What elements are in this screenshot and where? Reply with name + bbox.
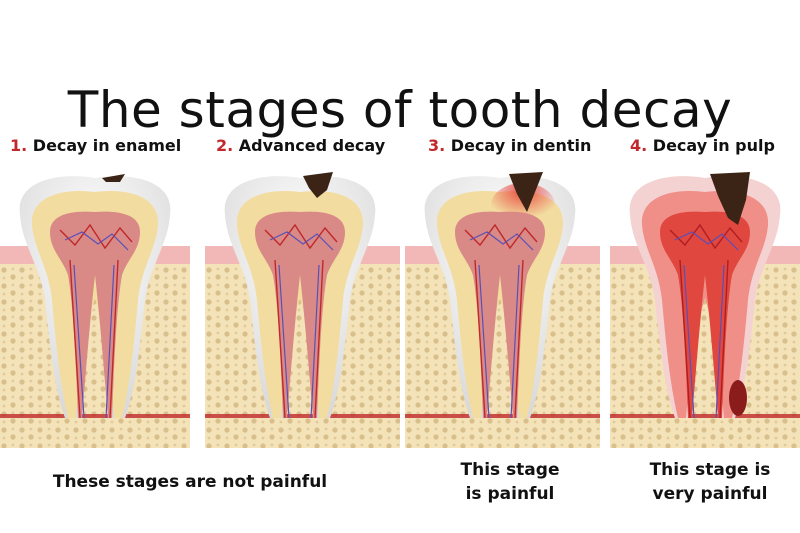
stage-1-illustration [0, 174, 190, 448]
stage-4-number: 4. [630, 136, 648, 155]
tooth [224, 176, 376, 419]
stage-3-text: Decay in dentin [450, 136, 592, 155]
stage-2-illustration [205, 172, 400, 448]
decay-cavity [303, 172, 333, 198]
page-title: The stages of tooth decay [67, 80, 733, 139]
stage-4-illustration [610, 172, 800, 448]
caption-very-painful-line2: very painful [652, 484, 768, 504]
tooth [629, 176, 781, 419]
decay-cavity [710, 172, 750, 225]
stage-2-label: 2. Advanced decay [216, 136, 385, 156]
nerve-line [0, 414, 190, 418]
caption-not-painful: These stages are not painful [52, 472, 328, 492]
stage-2-text: Advanced decay [238, 136, 386, 155]
caption-painful-line1: This stage [460, 460, 560, 480]
stage-3-number: 3. [428, 136, 446, 155]
stage-2-number: 2. [216, 136, 234, 155]
caption-very-painful: This stage is very painful [625, 458, 795, 506]
stage-4-label: 4. Decay in pulp [630, 136, 775, 156]
stage-1-text: Decay in enamel [32, 136, 182, 155]
nerve-line [205, 414, 400, 418]
nerve-line [610, 414, 800, 418]
abscess [729, 380, 747, 416]
nerve-line [405, 414, 600, 418]
caption-painful-line2: is painful [465, 484, 555, 504]
stage-1-label: 1. Decay in enamel [10, 136, 181, 156]
tooth [19, 176, 171, 419]
stage-4-text: Decay in pulp [652, 136, 775, 155]
stage-1-number: 1. [10, 136, 28, 155]
stage-3-illustration [405, 172, 600, 448]
tooth [424, 176, 576, 419]
decay-cavity [509, 172, 543, 212]
stage-3-label: 3. Decay in dentin [428, 136, 591, 156]
caption-painful: This stage is painful [430, 458, 590, 506]
decay-spot [102, 174, 125, 182]
caption-very-painful-line1: This stage is [649, 460, 771, 480]
